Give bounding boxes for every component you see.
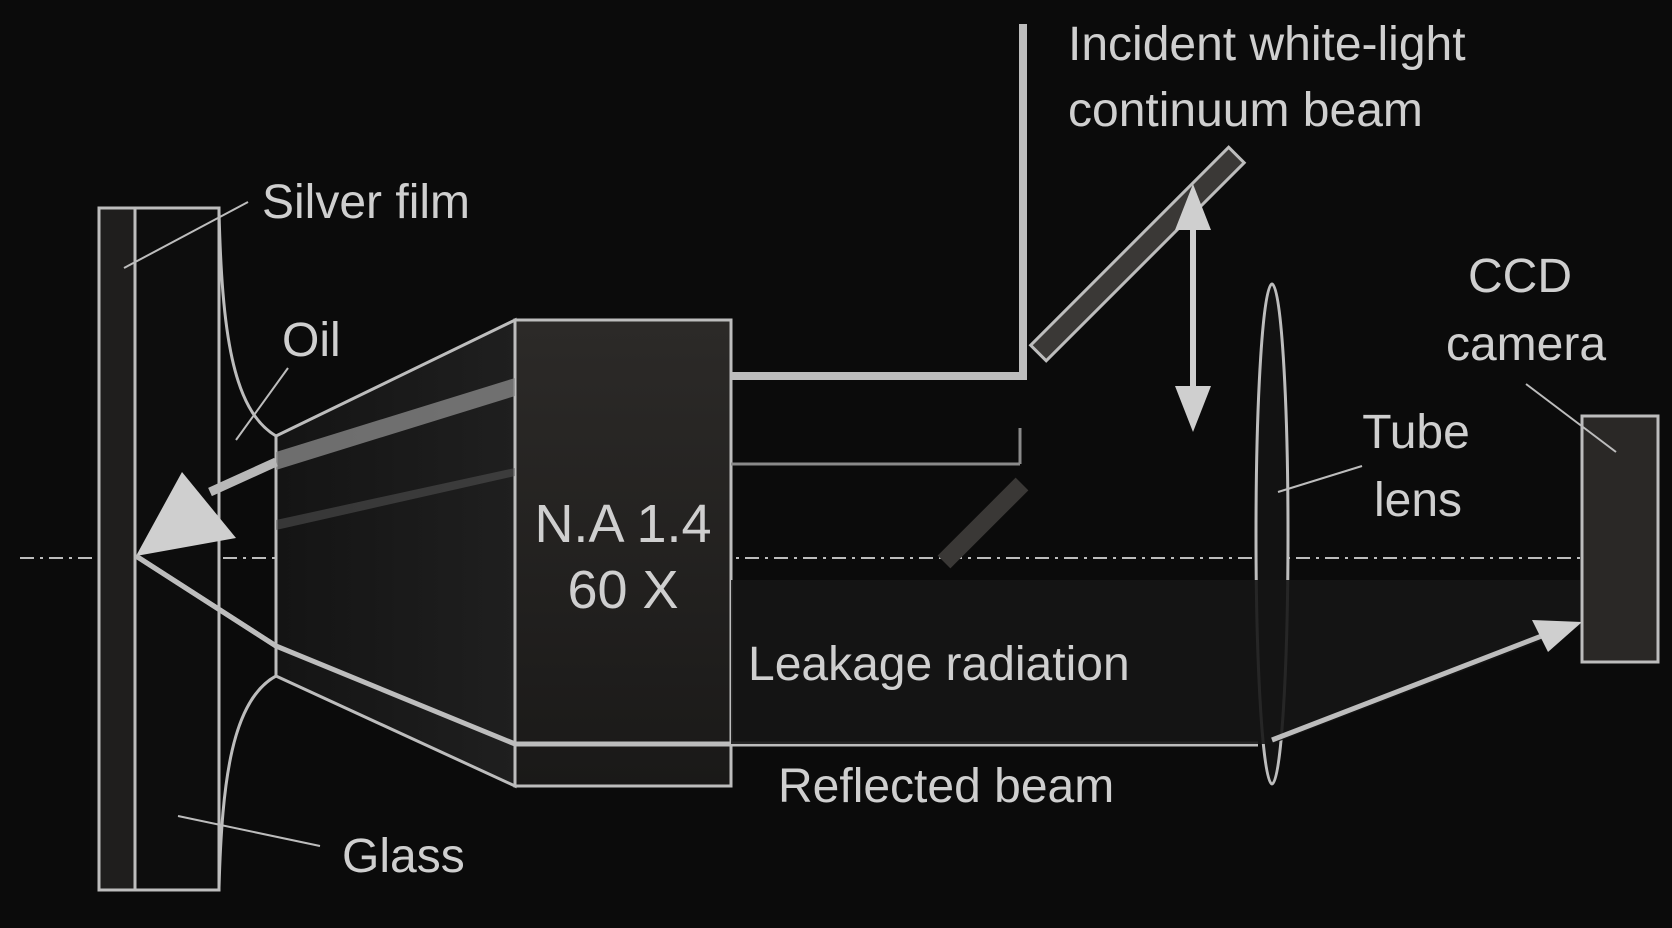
label-glass: Glass [342, 830, 465, 883]
incident-beam-into-slide [208, 457, 278, 497]
leader-ccd [1525, 383, 1617, 453]
leader-glass [177, 815, 321, 847]
label-camera: camera [1446, 318, 1606, 371]
label-silver-film: Silver film [262, 176, 470, 229]
label-objective-mag: 60 X [567, 560, 678, 620]
label-leakage-radiation: Leakage radiation [748, 638, 1130, 691]
oil-meniscus-top [217, 211, 277, 438]
leakage-ray-to-camera [1271, 629, 1553, 743]
label-incident-line1: Incident white-light [1068, 18, 1466, 71]
leader-tube-lens [1277, 465, 1363, 493]
label-objective-na: N.A 1.4 [534, 494, 711, 554]
leakage-ray-into-cone [134, 553, 278, 649]
camera-arrowhead [1532, 620, 1582, 652]
translation-arrow-up-icon [1175, 184, 1211, 230]
beam-splitter [1028, 145, 1247, 363]
incident-beam-path [731, 24, 1027, 380]
label-oil: Oil [282, 314, 341, 367]
label-lens: lens [1374, 474, 1462, 527]
incident-beam-glow [276, 378, 515, 470]
leader-oil [235, 367, 289, 441]
label-reflected-beam: Reflected beam [778, 760, 1114, 813]
oil-meniscus-bottom [217, 674, 277, 889]
objective-body [513, 318, 733, 788]
beam-splitter-shadow [937, 477, 1029, 569]
label-ccd: CCD [1468, 250, 1572, 303]
label-incident-line2: continuum beam [1068, 84, 1423, 137]
glass-slide [133, 206, 221, 892]
translation-arrow-down-icon [1175, 386, 1211, 432]
silver-film [97, 206, 137, 892]
incident-arrowhead [136, 472, 236, 556]
ccd-camera [1580, 414, 1660, 664]
label-tube: Tube [1362, 406, 1470, 459]
leader-silver-film [123, 201, 249, 269]
incident-beam-glow-lower [276, 468, 515, 530]
